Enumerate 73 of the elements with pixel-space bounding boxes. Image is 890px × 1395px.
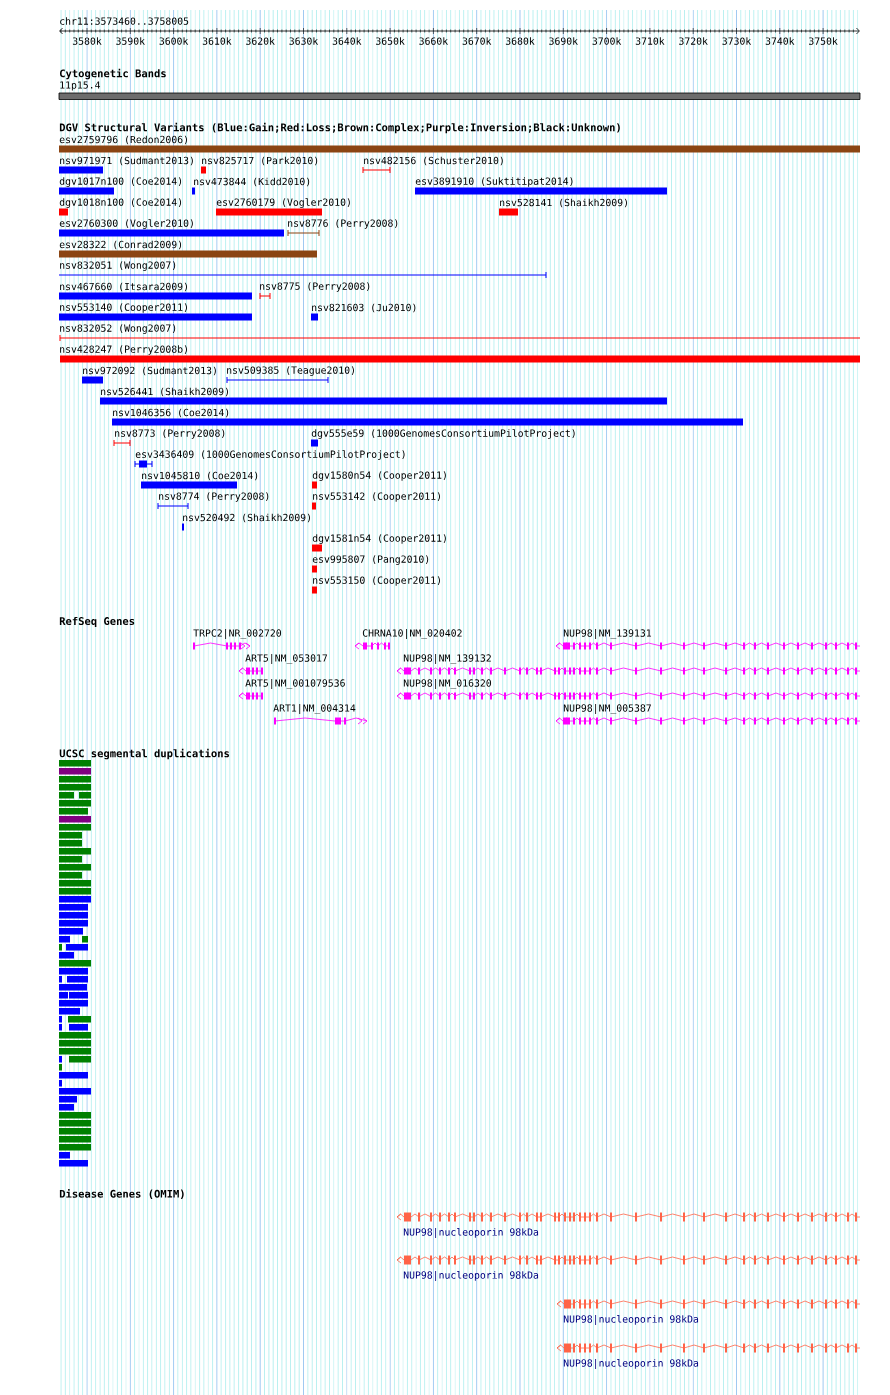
- tick-label: 3710k: [635, 37, 665, 45]
- variant-label: esv3891910 (Suktitipat2014): [415, 177, 573, 187]
- variant-label: dgv1581n54 (Cooper2011): [312, 534, 446, 544]
- gene-label: NUP98|NM_139132: [403, 654, 491, 664]
- variant-label: nsv972092 (Sudmant2013): [83, 366, 216, 376]
- tick-label: 3610k: [202, 37, 232, 45]
- variant-label: esv2760179 (Vogler2010): [216, 198, 350, 208]
- variant-label: nsv428247 (Perry2008b): [60, 345, 187, 355]
- variant-label: nsv553140 (Cooper2011): [60, 303, 187, 313]
- tick-label: 3650k: [376, 37, 405, 45]
- variant-label: nsv8774 (Perry2008): [159, 492, 269, 502]
- variant-label: nsv832052 (Wong2007): [60, 324, 176, 334]
- variant-label: esv3436409 (1000GenomesConsortiumPilotProject): [135, 450, 405, 460]
- tick-label: 3620k: [246, 37, 275, 45]
- variant-label: nsv553142 (Cooper2011): [313, 492, 440, 502]
- tick-label: 3750k: [809, 37, 838, 45]
- variant-label: nsv553150 (Cooper2011): [313, 576, 440, 586]
- gene-label: CHRNA10|NM_020402: [362, 629, 462, 639]
- gene-label: NUP98|nucleoporin 98kDa: [403, 1271, 539, 1281]
- track-heading: DGV Structural Variants (Blue:Gain;Red:Loss;Brown:Complex;Purple:Inversion;Black:Unknown): [59, 122, 620, 134]
- tick-label: 3730k: [722, 37, 752, 45]
- variant-label: nsv528141 (Shaikh2009): [500, 198, 627, 208]
- tick-label: 3740k: [765, 37, 795, 45]
- variant-label: nsv526441 (Shaikh2009): [101, 387, 228, 397]
- variant-label: dgv1017n100 (Coe2014): [59, 177, 182, 187]
- gene-label: NUP98|nucleoporin 98kDa: [563, 1315, 699, 1325]
- gene-label: NUP98|NM_016320: [403, 679, 492, 689]
- tick-label: 3580k: [72, 37, 102, 45]
- tick-label: 3700k: [592, 37, 622, 45]
- variant-label: nsv473844 (Kidd2010): [194, 177, 310, 187]
- variant-label: nsv8773 (Perry2008): [115, 429, 225, 439]
- variant-label: nsv509385 (Teague2010): [227, 366, 354, 376]
- track-heading: RefSeq Genes: [59, 616, 135, 628]
- variant-label: esv28322 (Conrad2009): [59, 240, 182, 250]
- track-heading: UCSC segmental duplications: [59, 748, 229, 760]
- gene-label: NUP98|nucleoporin 98kDa: [563, 1359, 699, 1369]
- variant-label: nsv467660 (Itsara2009): [60, 282, 187, 292]
- gene-label: NUP98|NM_005387: [563, 704, 651, 714]
- tick-label: 3640k: [332, 37, 362, 45]
- variant-label: nsv520492 (Shaikh2009): [183, 513, 310, 523]
- tick-label: 3690k: [549, 37, 578, 45]
- coordinate-label: chr11:3573460..3758005: [60, 17, 189, 25]
- tick-label: 3600k: [159, 37, 189, 45]
- gene-label: ART5|NM_053017: [245, 654, 328, 664]
- variant-label: nsv8776 (Perry2008): [288, 219, 398, 229]
- gene-label: ART5|NM_001079536: [245, 679, 345, 689]
- gene-label: NUP98|nucleoporin 98kDa: [403, 1228, 539, 1238]
- tick-label: 3680k: [505, 37, 535, 45]
- variant-label: nsv821603 (Ju2010): [312, 303, 416, 313]
- variant-label: dgv555e59 (1000GenomesConsortiumPilotProject): [311, 429, 575, 439]
- variant-label: nsv8775 (Perry2008): [260, 282, 370, 292]
- tick-label: 3720k: [679, 37, 708, 45]
- variant-label: nsv971971 (Sudmant2013): [60, 156, 193, 166]
- variant-label: nsv825717 (Park2010): [202, 156, 318, 166]
- band-label: 11p15.4: [60, 81, 100, 91]
- track-heading: Disease Genes (OMIM): [59, 1189, 184, 1199]
- variant-label: esv2759796 (Redon2006): [59, 135, 187, 145]
- variant-label: nsv1046356 (Coe2014): [113, 408, 229, 418]
- track-heading: Cytogenetic Bands: [60, 68, 166, 80]
- tick-label: 3630k: [289, 37, 319, 45]
- variant-label: esv2760300 (Vogler2010): [59, 219, 193, 229]
- variant-label: esv995807 (Pang2010): [312, 555, 429, 565]
- variant-label: nsv1045810 (Coe2014): [142, 471, 258, 481]
- variant-label: dgv1580n54 (Cooper2011): [312, 471, 446, 481]
- tick-label: 3670k: [462, 37, 492, 45]
- gene-label: TRPC2|NR_002720: [193, 629, 282, 639]
- tick-label: 3590k: [116, 37, 145, 45]
- variant-label: dgv1018n100 (Coe2014): [59, 198, 182, 208]
- variant-label: nsv482156 (Schuster2010): [364, 156, 503, 166]
- tick-label: 3660k: [419, 37, 448, 45]
- gene-label: ART1|NM_004314: [273, 704, 356, 714]
- variant-label: nsv832051 (Wong2007): [60, 261, 176, 271]
- gene-label: NUP98|NM_139131: [563, 629, 652, 639]
